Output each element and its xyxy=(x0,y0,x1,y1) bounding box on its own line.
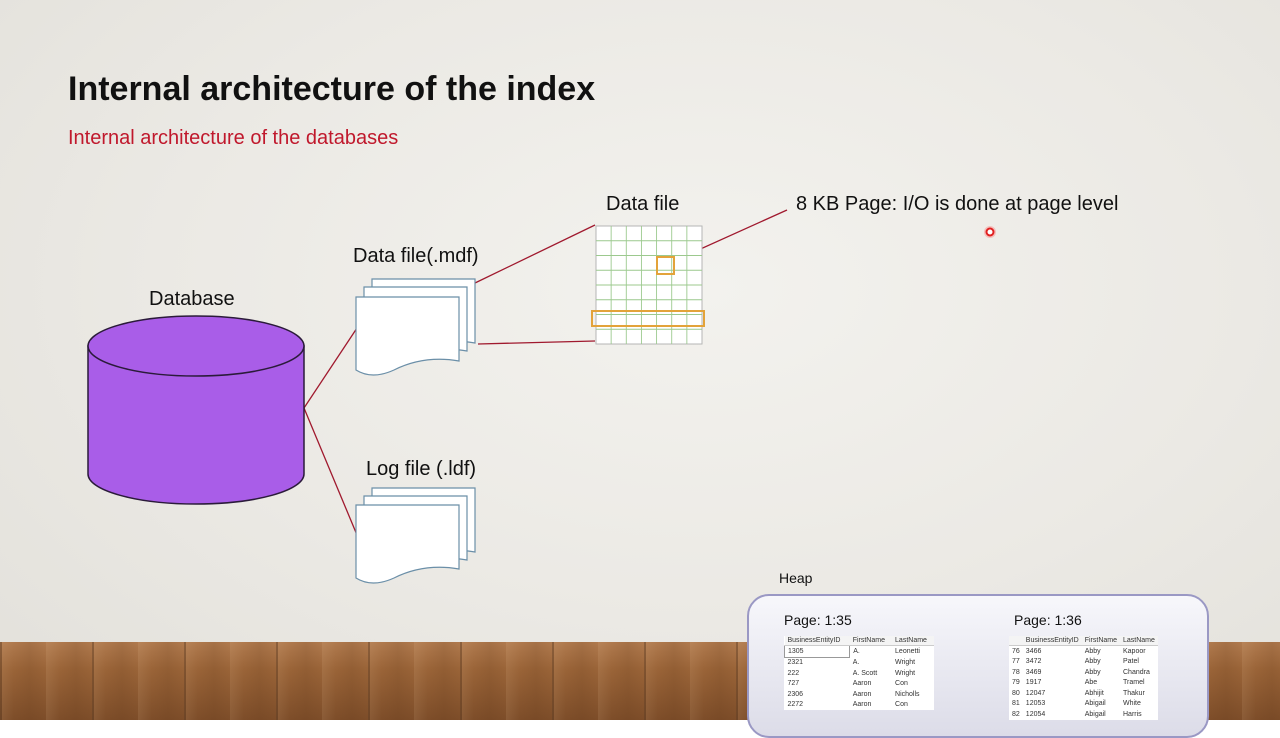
data-file-page-grid xyxy=(591,225,705,345)
table-row: 79 1917 Abe Tramel xyxy=(1009,678,1158,689)
ldf-file-label: Log file (.ldf) xyxy=(366,458,477,480)
table-cell: 77 xyxy=(1012,658,1020,666)
table-cell: Abby xyxy=(1084,668,1101,676)
table-cell: 727 xyxy=(787,680,800,688)
column-header: FirstName xyxy=(849,636,893,646)
highlighted-page xyxy=(656,256,675,275)
database-label: Database xyxy=(149,288,235,310)
table-cell: 3469 xyxy=(1025,668,1042,676)
database-cylinder-icon xyxy=(87,315,305,505)
table-cell: 82 xyxy=(1012,710,1020,718)
table-cell: 81 xyxy=(1012,700,1020,708)
table-cell: 2272 xyxy=(787,701,804,709)
column-header: LastName xyxy=(892,636,934,646)
column-header: BusinessEntityID xyxy=(1022,636,1082,646)
architecture-diagram xyxy=(87,209,996,584)
page-1-36-label: Page: 1:36 xyxy=(1014,612,1082,628)
table-cell: Leonetti xyxy=(895,648,920,655)
table-cell: A. xyxy=(852,659,860,666)
table-cell: Nicholls xyxy=(895,690,920,698)
table-cell: A. xyxy=(853,648,860,655)
column-header: LastName xyxy=(1120,636,1158,646)
table-cell: Tramel xyxy=(1123,679,1145,687)
table-cell: A. Scott xyxy=(852,669,878,677)
table-cell: Wright xyxy=(895,659,916,666)
table-cell: Abby xyxy=(1084,658,1101,666)
table-cell: 1305 xyxy=(783,645,851,658)
page-note: 8 KB Page: I/O is done at page level xyxy=(796,193,1119,215)
connector-mdf-to-grid-top xyxy=(474,224,596,284)
table-row: 80 12047 Abhijit Thakur xyxy=(1009,688,1158,699)
table-cell: Abhijit xyxy=(1084,689,1104,697)
table-cell: 222 xyxy=(787,669,800,677)
table-row: 2272 Aaron Con xyxy=(785,700,935,711)
mdf-file-stack-icon xyxy=(355,278,476,376)
ldf-file-stack-icon xyxy=(355,487,476,584)
table-cell: Abby xyxy=(1084,647,1101,655)
table-row: 2306 Aaron Nicholls xyxy=(785,689,935,700)
table-cell: 12054 xyxy=(1025,710,1046,718)
table-cell: Con xyxy=(895,701,908,709)
table-cell: 12047 xyxy=(1025,689,1046,697)
table-row: 76 3466 Abby Kapoor xyxy=(1009,646,1158,657)
table-cell: 79 xyxy=(1012,679,1020,687)
table-row: 727 Aaron Con xyxy=(785,679,935,690)
table-cell: Kapoor xyxy=(1123,647,1146,655)
table-cell: 76 xyxy=(1012,647,1020,655)
mdf-file-label: Data file(.mdf) xyxy=(353,245,479,267)
table-cell: Aaron xyxy=(852,701,872,709)
table-cell: 2306 xyxy=(787,690,804,698)
table-cell: Aaron xyxy=(852,690,872,698)
slide-title: Internal architecture of the index xyxy=(68,70,596,108)
table-cell: Aaron xyxy=(852,680,872,688)
table-cell: Thakur xyxy=(1123,689,1145,697)
table-cell: Wright xyxy=(895,669,916,677)
table-cell: 1917 xyxy=(1025,679,1042,687)
table-row: 81 12053 Abigail White xyxy=(1009,699,1158,710)
table-cell: 80 xyxy=(1012,689,1020,697)
table-row: 82 12054 Abigail Harris xyxy=(1009,709,1158,720)
column-header: FirstName xyxy=(1081,636,1120,646)
slide-subtitle: Internal architecture of the databases xyxy=(68,127,399,149)
data-file-label: Data file xyxy=(606,193,680,215)
table-cell: 2321 xyxy=(787,659,804,667)
table-row: 222 A. Scott Wright xyxy=(785,668,935,679)
column-header: BusinessEntityID xyxy=(784,636,850,646)
table-row: 77 3472 Abby Patel xyxy=(1009,657,1158,668)
laser-pointer-icon xyxy=(984,226,996,238)
table-cell: Harris xyxy=(1123,710,1142,718)
table-cell: 3472 xyxy=(1025,658,1042,666)
table-cell: 3466 xyxy=(1025,647,1042,655)
table-row: 78 3469 Abby Chandra xyxy=(1009,667,1158,678)
table-cell: Patel xyxy=(1123,658,1139,666)
heap-label: Heap xyxy=(779,570,813,586)
table-cell: Con xyxy=(895,680,908,688)
page-1-35-label: Page: 1:35 xyxy=(784,612,852,628)
table-cell: White xyxy=(1123,700,1141,708)
table-cell: 12053 xyxy=(1025,700,1046,708)
table-cell: 78 xyxy=(1012,668,1020,676)
table-cell: Abigail xyxy=(1084,710,1106,718)
highlighted-extent-row xyxy=(591,310,705,327)
table-row: 2321 A. Wright xyxy=(785,657,935,668)
table-cell: Abe xyxy=(1084,679,1098,687)
connector-db-to-mdf xyxy=(303,327,358,409)
table-cell: Chandra xyxy=(1123,668,1150,676)
connector-db-to-ldf xyxy=(303,407,358,536)
table-cell: Abigail xyxy=(1084,700,1106,708)
column-header xyxy=(1009,636,1023,646)
connector-mdf-to-grid-bottom xyxy=(477,340,596,345)
